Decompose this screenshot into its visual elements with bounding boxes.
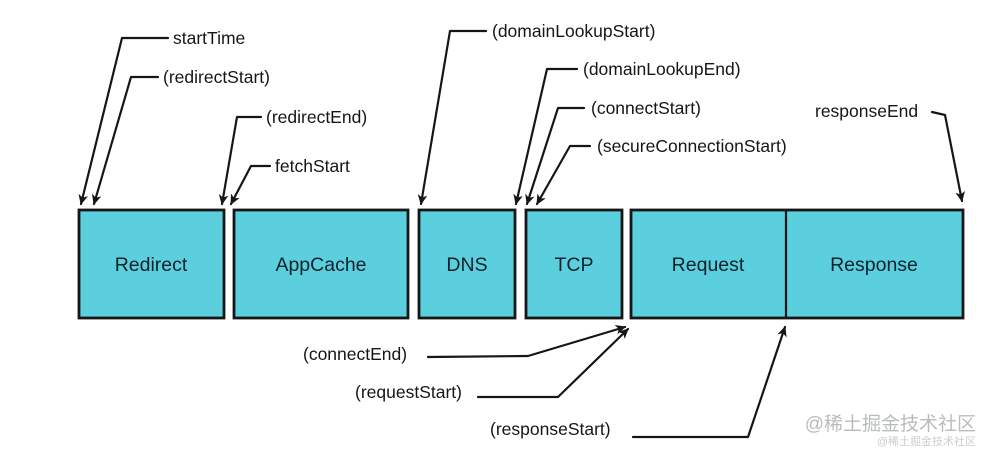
label-connect-end: (connectEnd) [303, 344, 407, 364]
watermark-secondary: @稀土掘金技术社区 [877, 434, 976, 448]
label-secure-connection-start: (secureConnectionStart) [597, 136, 787, 156]
label-response-start: (responseStart) [490, 419, 611, 439]
watermark: @稀土掘金技术社区 @稀土掘金技术社区 [805, 413, 976, 448]
phase-boxes: Redirect AppCache DNS TCP Request Respon… [77, 208, 965, 320]
phase-label-dns: DNS [446, 254, 487, 276]
leader-response-end [930, 110, 965, 203]
phase-box-appcache [232, 208, 410, 320]
top-labels: startTime (redirectStart) (redirectEnd) … [163, 21, 918, 176]
leader-fetch-start [229, 164, 272, 206]
leader-secure-connection-start [535, 144, 592, 206]
leader-start-time [78, 36, 170, 206]
leader-connect-start [525, 106, 586, 206]
watermark-primary: @稀土掘金技术社区 [805, 413, 976, 435]
leader-request-start [476, 327, 630, 399]
phase-label-tcp: TCP [555, 254, 594, 276]
label-start-time: startTime [173, 28, 245, 48]
phase-box-request-response [629, 208, 965, 320]
phase-label-appcache: AppCache [275, 254, 366, 276]
leader-response-start [631, 325, 787, 439]
leader-redirect-end [218, 115, 263, 206]
leader-domain-lookup-start [417, 29, 488, 206]
phase-label-request: Request [672, 254, 745, 276]
leader-redirect-start [91, 75, 160, 206]
phase-label-redirect: Redirect [115, 254, 188, 276]
label-domain-lookup-end: (domainLookupEnd) [583, 59, 741, 79]
phase-box-tcp [524, 208, 624, 320]
bottom-leader-lines [426, 325, 787, 439]
top-leader-lines [78, 29, 965, 206]
label-domain-lookup-start: (domainLookupStart) [492, 21, 655, 41]
label-redirect-start: (redirectStart) [163, 67, 270, 87]
label-request-start: (requestStart) [355, 382, 462, 402]
phase-box-redirect [77, 208, 226, 320]
label-response-end: responseEnd [815, 101, 918, 121]
label-connect-start: (connectStart) [591, 98, 701, 118]
label-fetch-start: fetchStart [275, 156, 350, 176]
leader-connect-end [426, 325, 627, 359]
bottom-labels: (connectEnd) (requestStart) (responseSta… [303, 344, 611, 439]
phase-label-response: Response [830, 254, 918, 276]
label-redirect-end: (redirectEnd) [266, 107, 367, 127]
phase-box-dns [417, 208, 517, 320]
leader-domain-lookup-end [513, 67, 579, 206]
